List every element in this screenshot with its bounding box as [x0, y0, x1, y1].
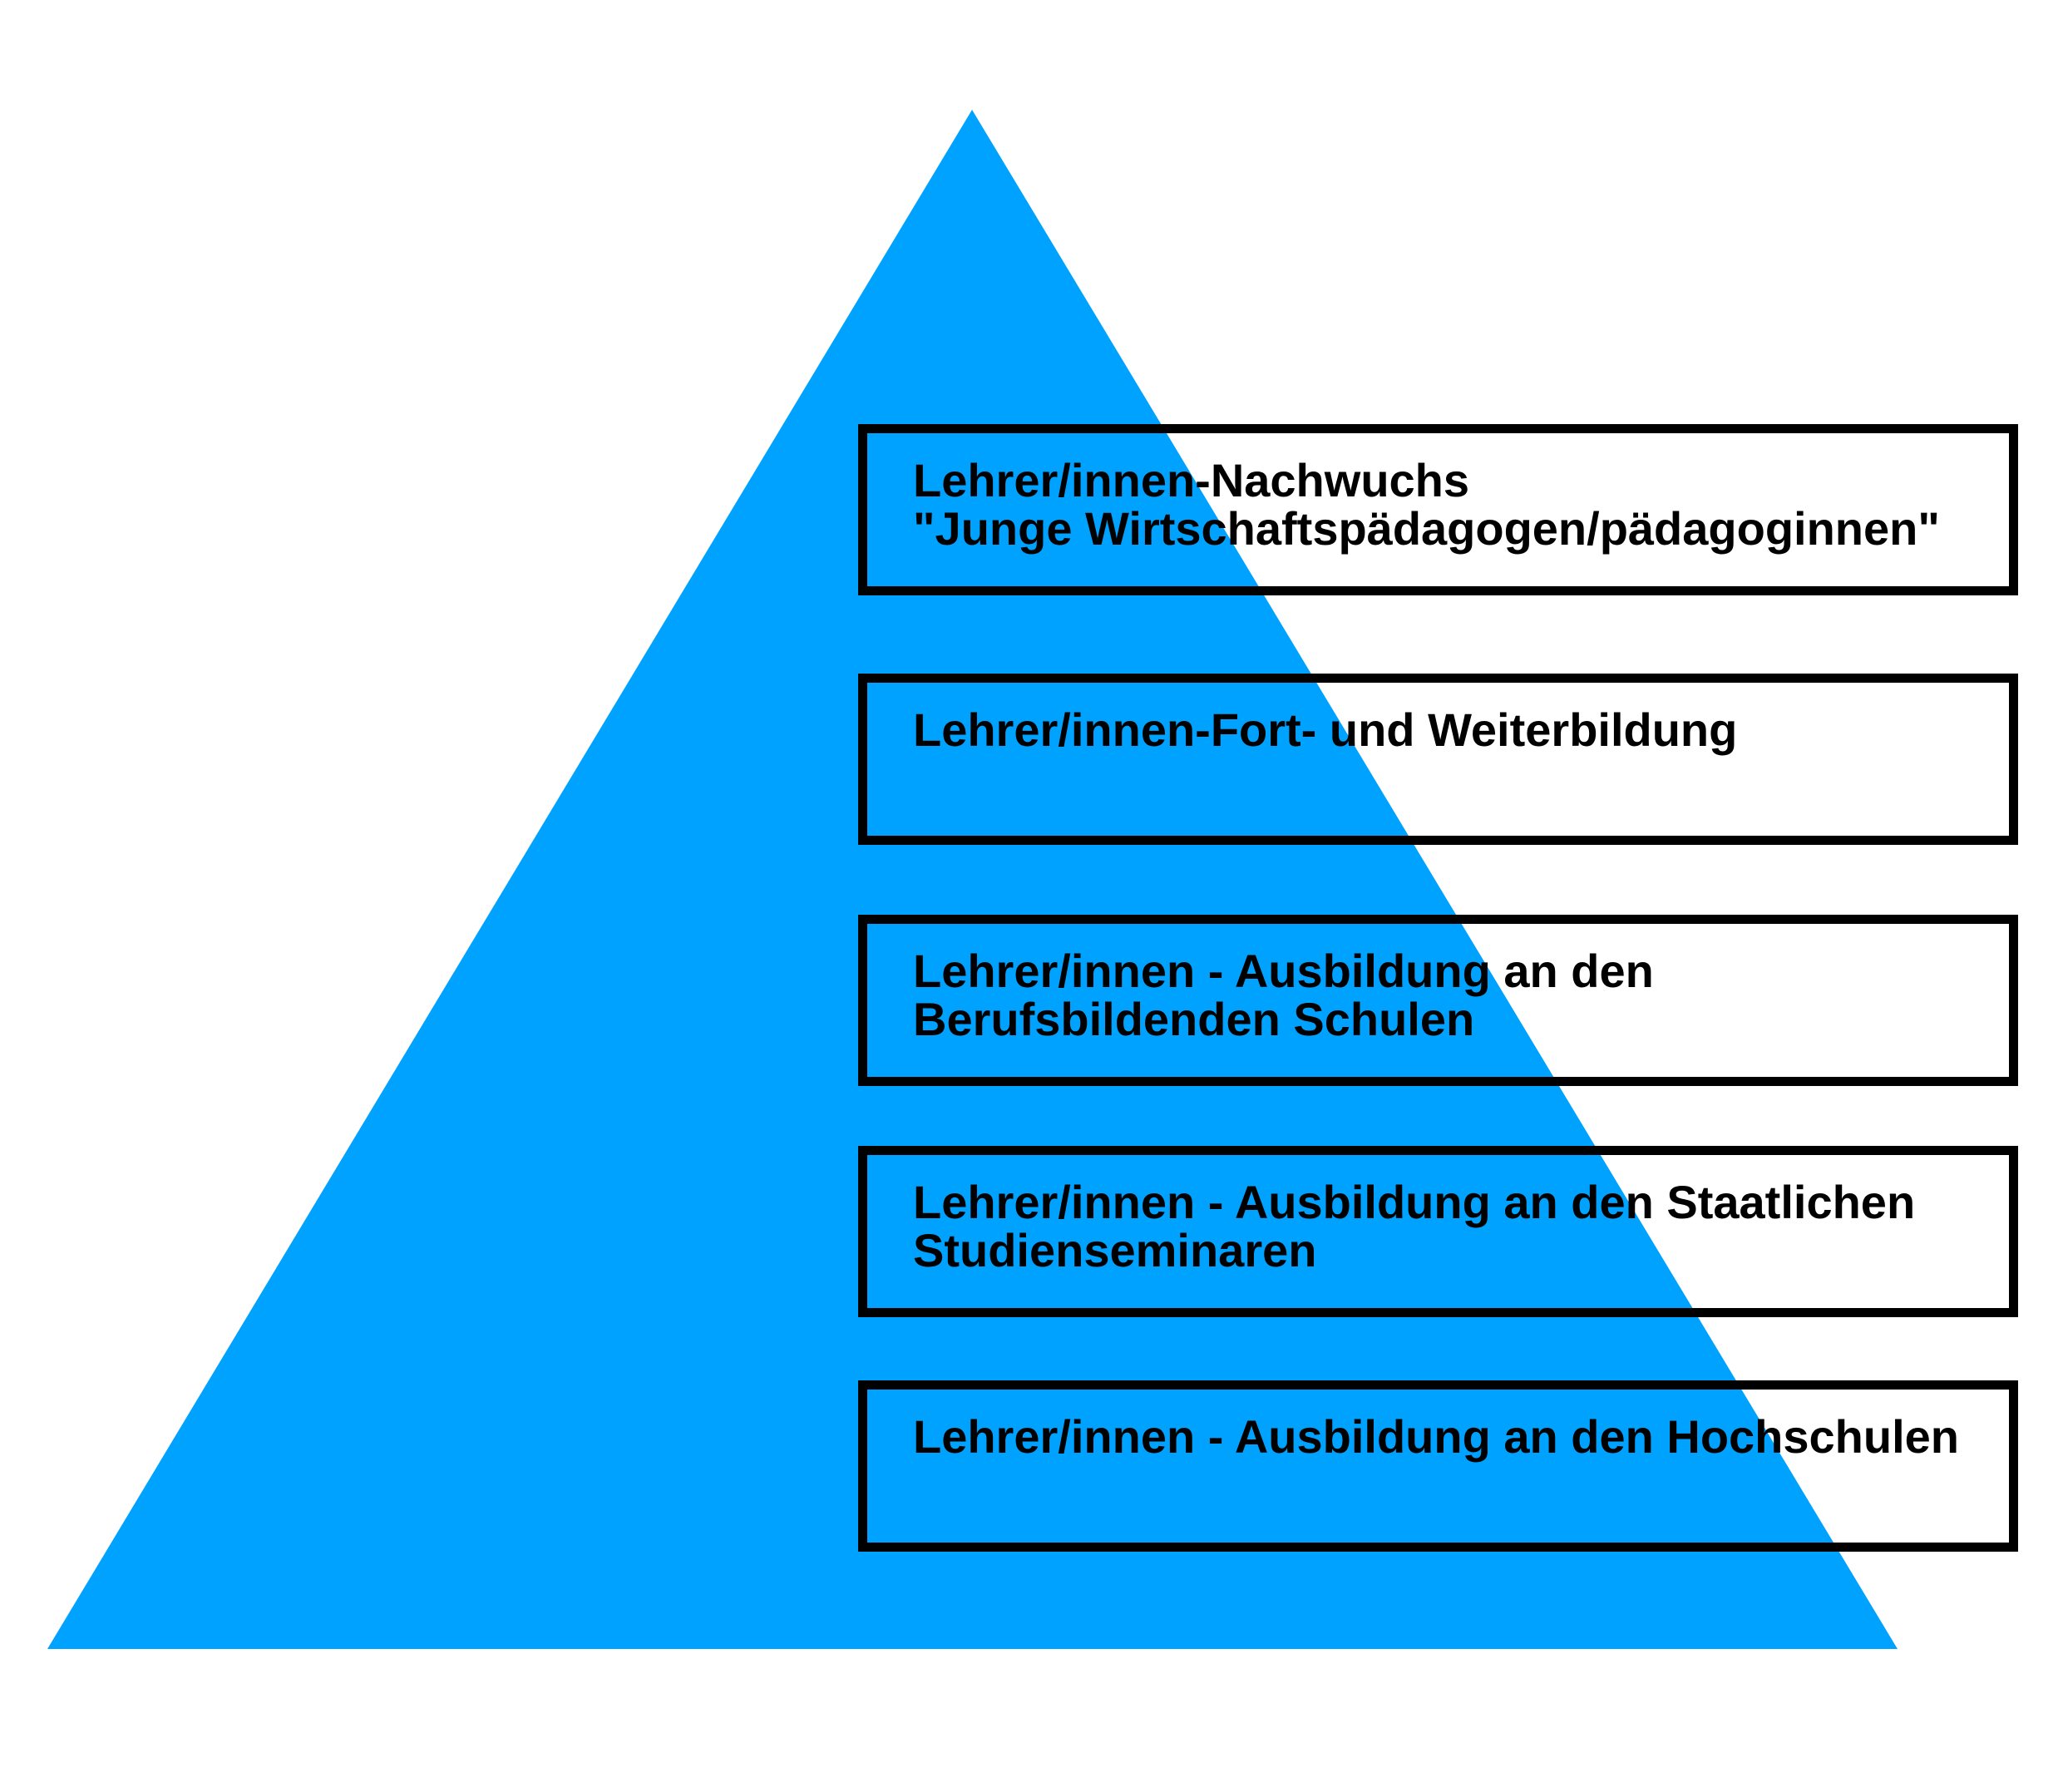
level-2-line-1: Lehrer/innen-Fort- und Weiterbildung: [913, 703, 1738, 756]
level-4-line-2: Studienseminaren: [913, 1224, 1317, 1276]
level-1-line-2: "Junge Wirtschaftspädagogen/pädagoginnen…: [913, 502, 1940, 555]
level-5-line-1: Lehrer/innen - Ausbildung an den Hochsch…: [913, 1410, 1960, 1463]
level-3-line-2: Berufsbildenden Schulen: [913, 993, 1475, 1045]
pyramid-triangle: [47, 110, 1898, 1649]
level-1-line-1: Lehrer/innen-Nachwuchs: [913, 454, 1470, 506]
pyramid-level-3-box: Lehrer/innen - Ausbildung an den Berufsb…: [858, 915, 2018, 1086]
pyramid-level-1-box: Lehrer/innen-Nachwuchs "Junge Wirtschaft…: [858, 424, 2018, 595]
pyramid-level-5-box: Lehrer/innen - Ausbildung an den Hochsch…: [858, 1380, 2018, 1552]
level-4-line-1: Lehrer/innen - Ausbildung an den Staatli…: [913, 1176, 1916, 1228]
pyramid-level-4-box: Lehrer/innen - Ausbildung an den Staatli…: [858, 1146, 2018, 1317]
pyramid-level-2-box: Lehrer/innen-Fort- und Weiterbildung: [858, 674, 2018, 845]
level-3-line-1: Lehrer/innen - Ausbildung an den: [913, 945, 1654, 997]
